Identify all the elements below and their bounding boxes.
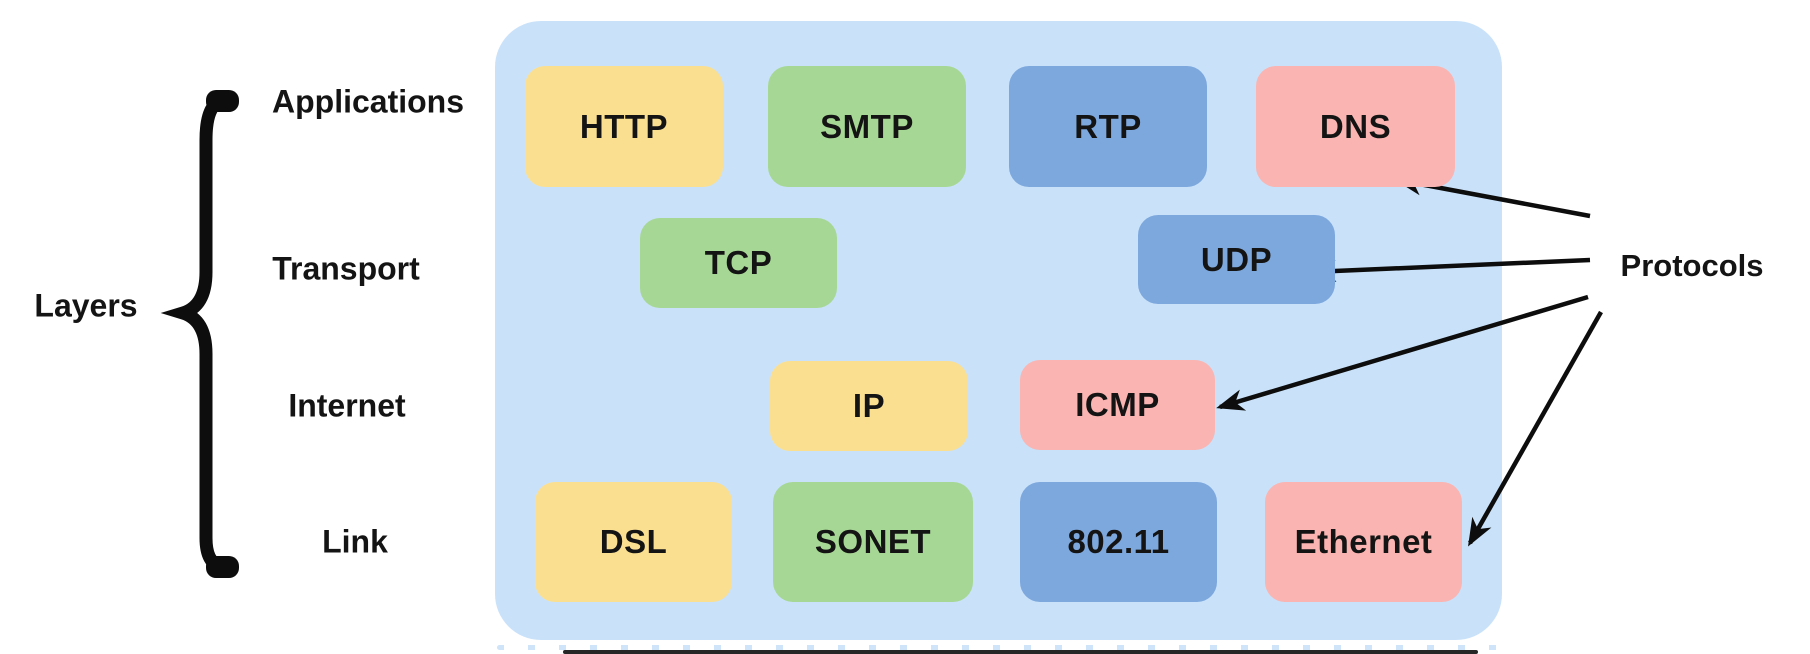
dotted-guide-line: [497, 645, 1502, 650]
layer-label-internet: Internet: [288, 387, 406, 424]
layers-brace-icon: [160, 90, 239, 578]
layers-group-label: Layers: [34, 287, 138, 324]
protocols-group-label: Protocols: [1620, 248, 1764, 283]
layer-label-applications: Applications: [271, 83, 465, 120]
bottom-progress-bar: [563, 650, 1478, 654]
protocol-box-ethernet8: 802.11: [1020, 482, 1217, 602]
protocol-box-ethernet: Ethernet: [1265, 482, 1462, 602]
protocol-box-icmp: ICMP: [1020, 360, 1215, 450]
protocol-box-rtp: RTP: [1009, 66, 1207, 187]
protocol-box-dns: DNS: [1256, 66, 1455, 187]
protocol-box-sonet: SONET: [773, 482, 973, 602]
layer-label-transport: Transport: [272, 250, 420, 287]
protocol-box-http: HTTP: [525, 66, 723, 187]
protocol-box-udp: UDP: [1138, 215, 1335, 304]
protocol-box-ip: IP: [770, 361, 968, 451]
layer-label-link: Link: [322, 523, 388, 560]
protocol-box-tcp: TCP: [640, 218, 837, 308]
protocol-box-smtp: SMTP: [768, 66, 966, 187]
protocol-box-dsl: DSL: [535, 482, 732, 602]
